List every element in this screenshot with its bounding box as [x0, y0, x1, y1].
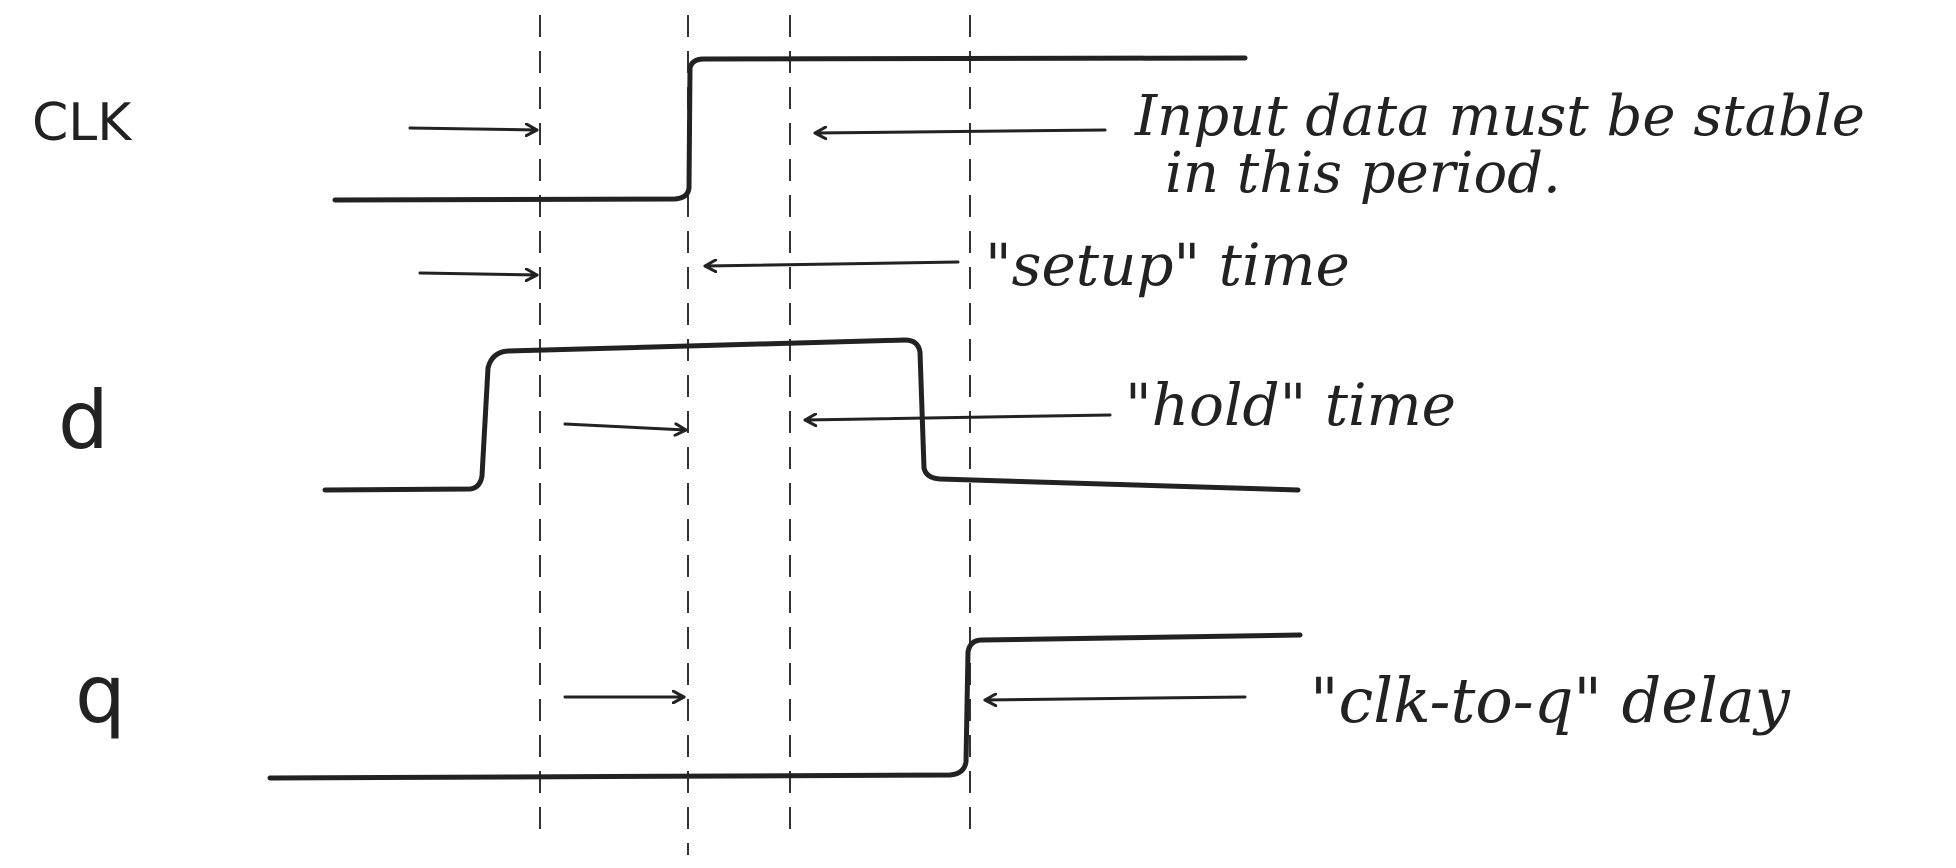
- d-label: d: [58, 374, 109, 467]
- stable-note-line-1: Input data must be stable: [1134, 84, 1865, 149]
- arrow-clk-to-setup-start: [408, 128, 539, 130]
- d-waveform: [322, 337, 1301, 493]
- guide-lines: [539, 15, 971, 855]
- stable-note-line-2: in this period.: [1165, 141, 1561, 206]
- arrow-hold-end: [803, 415, 1112, 420]
- signal-labels: CLK d q: [32, 93, 133, 741]
- waveforms: [267, 55, 1303, 781]
- arrow-clk-to-q: [983, 697, 1247, 700]
- arrows: [408, 128, 1247, 700]
- clk-label: CLK: [32, 93, 133, 153]
- arrow-setup-end: [703, 262, 960, 266]
- arrow-stable-period: [813, 130, 1107, 133]
- annotations: Input data must be stable in this period…: [985, 84, 1865, 737]
- q-waveform: [267, 632, 1303, 781]
- arrow-hold-start: [563, 424, 688, 430]
- setup-time-label: "setup" time: [985, 231, 1350, 299]
- clk-waveform: [332, 55, 1248, 203]
- hold-time-label: "hold" time: [1125, 371, 1456, 439]
- q-label: q: [75, 648, 126, 741]
- arrow-setup-start: [418, 273, 539, 275]
- clk-to-q-delay-label: "clk-to-q" delay: [1310, 664, 1791, 737]
